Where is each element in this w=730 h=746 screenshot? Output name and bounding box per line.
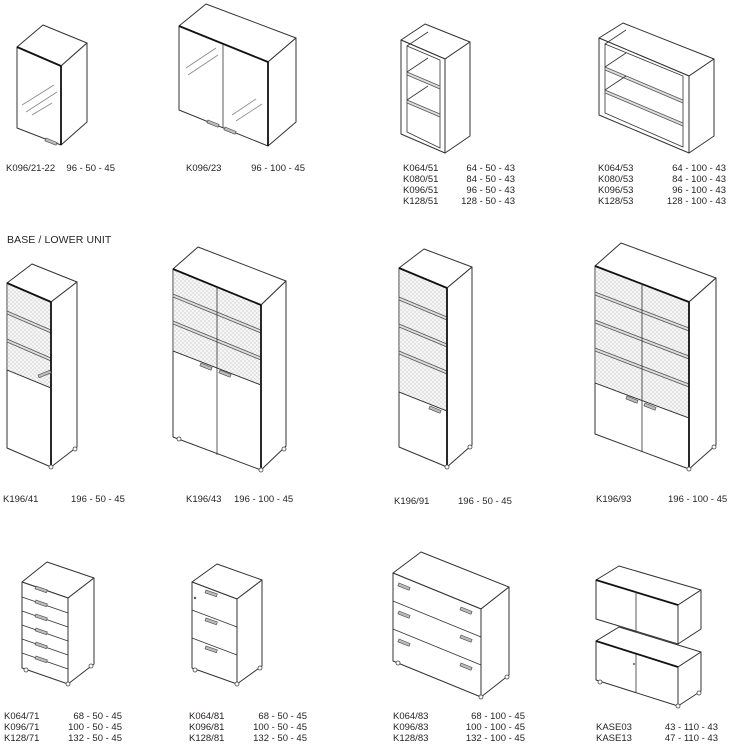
section-title: BASE / LOWER UNIT <box>7 234 112 246</box>
low-sideboard-drawing <box>594 564 709 709</box>
lateral-file-drawing <box>391 549 516 700</box>
open-shelf-unit-50-drawing <box>398 22 478 157</box>
tall-cabinet-k196-91-drawing <box>397 246 477 471</box>
drawer-chest-drawing <box>20 560 100 690</box>
tall-cabinet-k196-41-drawing <box>5 262 80 472</box>
filing-cabinet-drawing <box>190 562 270 690</box>
lock-icon <box>193 596 197 600</box>
wall-cabinet-glass-double-drawing <box>176 3 301 148</box>
wall-cabinet-glass-single-drawing <box>14 22 94 147</box>
tall-cabinet-k196-93-drawing <box>593 240 723 475</box>
tall-cabinet-k196-43-drawing <box>171 243 291 473</box>
open-shelf-unit-100-drawing <box>596 22 721 157</box>
